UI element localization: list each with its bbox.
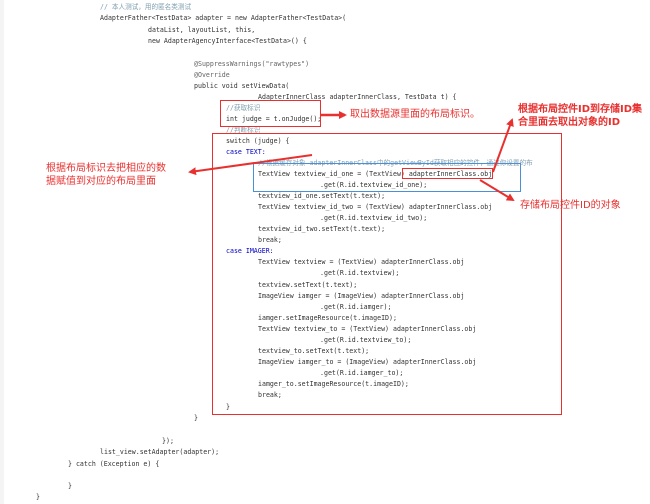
code-line-10: int judge = t.onJudge();	[226, 115, 322, 123]
code-line-41: }	[68, 482, 72, 490]
note-get-object-by-id: 根据布局控件ID到存储ID集 合里面去取出对象的ID	[518, 104, 643, 128]
code-line-33: .get(R.id.iamger_to);	[320, 369, 404, 377]
code-line-23: TextView textview = (TextView) adapterIn…	[258, 258, 465, 266]
code-line-6: @Override	[194, 71, 230, 79]
arrow-to-object-note	[479, 179, 515, 202]
code-line-25: textview.setText(t.text);	[258, 281, 358, 289]
textview-highlight-box	[253, 163, 521, 192]
obj-highlight-box	[402, 168, 493, 179]
code-line-35: break;	[258, 391, 282, 399]
code-line-38: });	[162, 437, 174, 445]
code-line-17: textview_id_one.setText(t.text);	[258, 192, 386, 200]
code-line-36: }	[226, 403, 230, 411]
arrow-to-fill-note	[188, 154, 313, 176]
code-line-16: .get(R.id.textview_id_one);	[320, 181, 428, 189]
code-line-7: public void setViewData(	[194, 82, 290, 90]
note-fill-data: 根据布局标识去把相应的数 据赋值到对应的布局里面	[46, 163, 166, 187]
code-line-1: // 本人测试，用的匿名类测试	[100, 3, 192, 11]
editor-gutter	[0, 0, 4, 504]
switch-highlight-box	[212, 133, 562, 415]
code-line-11: //判断标识	[226, 126, 261, 134]
code-line-37: }	[194, 414, 198, 422]
code-line-9: //获取标识	[226, 104, 261, 112]
code-line-4: new AdapterAgencyInterface<TestData>() {	[148, 37, 307, 45]
note-get-layout-flag: 取出数据源里面的布局标识。	[350, 109, 480, 120]
code-line-3: dataList, layoutList, this,	[148, 26, 256, 34]
code-line-15: TextView textview_id_one = (TextView) ad…	[258, 170, 493, 178]
code-line-22: case IMAGER:	[226, 247, 274, 255]
code-line-8: AdapterInnerClass adapterInnerClass, Tes…	[258, 93, 457, 101]
code-line-42: }	[36, 493, 40, 501]
code-line-29: TextView textview_to = (TextView) adapte…	[258, 325, 477, 333]
code-line-40: } catch (Exception e) {	[68, 460, 160, 468]
code-line-30: .get(R.id.textview_to);	[320, 336, 412, 344]
code-line-19: .get(R.id.textview_id_two);	[320, 214, 428, 222]
code-line-31: textview_to.setText(t.text);	[258, 347, 370, 355]
code-line-27: .get(R.id.iamger);	[320, 303, 392, 311]
code-line-26: ImageView iamger = (ImageView) adapterIn…	[258, 292, 465, 300]
code-line-39: list_view.setAdapter(adapter);	[100, 448, 220, 456]
code-line-20: textview_id_two.setText(t.text);	[258, 225, 386, 233]
arrow-to-id-note	[492, 118, 514, 173]
code-line-18: TextView textview_id_two = (TextView) ad…	[258, 203, 493, 211]
code-line-13: case TEXT:	[226, 148, 266, 156]
code-line-32: ImageView iamger_to = (ImageView) adapte…	[258, 358, 477, 366]
code-line-5: @SuppressWarnings("rawtypes")	[194, 60, 310, 68]
code-line-24: .get(R.id.textview);	[320, 269, 400, 277]
code-line-12: switch (judge) {	[226, 137, 290, 145]
judge-highlight-box	[220, 100, 321, 127]
note-stored-object: 存储布局控件ID的对象	[520, 200, 621, 211]
code-line-34: iamger_to.setImageResource(t.imageID);	[258, 380, 409, 388]
code-line-21: break;	[258, 236, 282, 244]
code-line-2: AdapterFather<TestData> adapter = new Ad…	[100, 14, 347, 22]
code-line-28: iamger.setImageResource(t.imageID);	[258, 314, 397, 322]
